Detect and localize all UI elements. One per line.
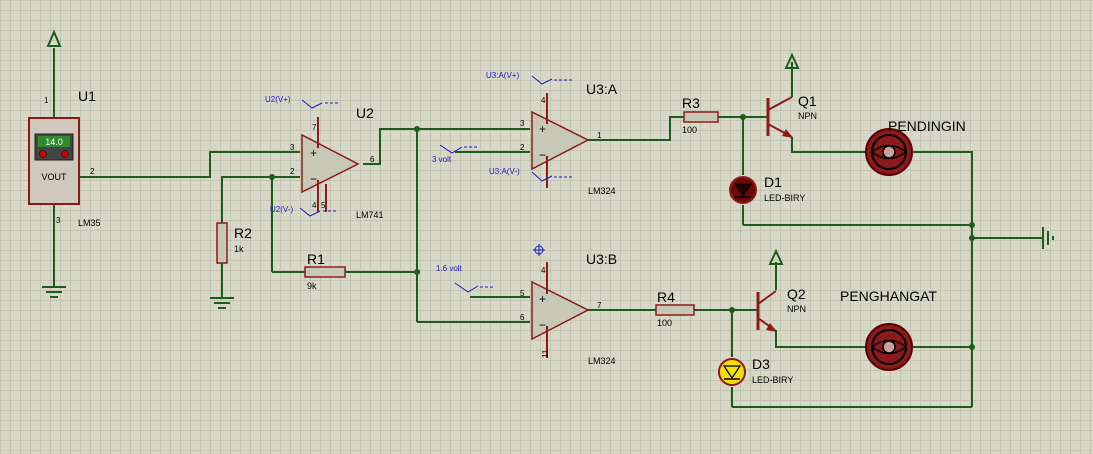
r4-ref: R4	[657, 289, 675, 305]
u2-pin3: 3	[290, 143, 295, 152]
ground-icon	[210, 297, 234, 309]
q1-type: NPN	[798, 111, 817, 121]
ground-icon	[42, 286, 66, 298]
opamp-plus: +	[539, 122, 546, 136]
u1-pin2: 2	[90, 167, 95, 176]
r2-value: 1k	[234, 244, 244, 254]
r4-value: 100	[657, 318, 672, 328]
led-d3[interactable]	[718, 358, 746, 386]
sensor-u1[interactable]: 14.0 VOUT	[28, 117, 80, 205]
r3-value: 100	[682, 125, 697, 135]
junctions	[269, 114, 975, 350]
resistor-r2[interactable]	[216, 222, 228, 264]
u2-pin5: 5	[321, 201, 326, 210]
u3b-ref: U3:B	[586, 251, 617, 267]
d3-type: LED-BIRY	[752, 375, 793, 385]
u3b-pin11: 11	[541, 349, 550, 358]
q2-ref: Q2	[787, 286, 806, 302]
sensor-reading: 14.0	[45, 137, 63, 147]
u3b-pin7: 7	[597, 301, 602, 310]
power-arrow-icon	[768, 248, 784, 265]
d1-type: LED-BIRY	[764, 193, 805, 203]
crosshair-icon	[533, 244, 545, 256]
ground-icon	[1042, 227, 1054, 249]
r1-ref: R1	[307, 251, 325, 267]
u3a-pin4: 4	[541, 96, 546, 105]
resistor-r1[interactable]	[304, 266, 346, 278]
u3b-pin5: 5	[520, 289, 525, 298]
led-d1[interactable]	[729, 176, 757, 204]
motor-penghangat[interactable]	[865, 323, 913, 371]
junction-dot	[969, 344, 975, 350]
motor1-label: PENDINGIN	[888, 118, 966, 134]
button-icon	[61, 150, 69, 158]
u3a-vplus: U3:A(V+)	[486, 71, 519, 80]
power-arrow-icon	[784, 52, 800, 69]
ref-3v-label: 3 volt	[432, 155, 452, 164]
u2-ref: U2	[356, 105, 374, 121]
junction-dot	[969, 222, 975, 228]
junction-dot	[740, 114, 746, 120]
q1-ref: Q1	[798, 93, 817, 109]
opamp-plus: +	[310, 146, 317, 160]
junction-dot	[269, 174, 275, 180]
r2-ref: R2	[234, 225, 252, 241]
motor-pendingin[interactable]	[865, 128, 913, 176]
u3a-pin2: 2	[520, 143, 525, 152]
opamp-u3a[interactable]: + −	[531, 93, 590, 188]
opamp-plus: +	[539, 292, 546, 306]
u3a-part: LM324	[588, 186, 616, 196]
motor2-label: PENGHANGAT	[840, 288, 937, 304]
opamp-minus: −	[310, 172, 317, 186]
button-icon	[39, 150, 47, 158]
junction-dot	[729, 307, 735, 313]
u3a-pin3: 3	[520, 119, 525, 128]
u2-vminus: U2(V-)	[270, 205, 293, 214]
u1-pin1: 1	[44, 96, 49, 105]
junction-dot	[969, 235, 975, 241]
opamp-minus: −	[539, 148, 546, 162]
power-terminal-icon	[531, 75, 572, 182]
q2-type: NPN	[787, 304, 806, 314]
u1-ref: U1	[78, 88, 96, 104]
u3b-pin4: 4	[541, 266, 546, 275]
u2-pin2: 2	[290, 167, 295, 176]
resistor-r4[interactable]	[655, 304, 695, 316]
u3a-vminus: U3:A(V-)	[489, 167, 520, 176]
d3-ref: D3	[752, 356, 770, 372]
u2-vplus: U2(V+)	[265, 95, 291, 104]
u1-part: LM35	[78, 218, 101, 228]
opamp-minus: −	[539, 318, 546, 332]
u3b-part: LM324	[588, 356, 616, 366]
transistor-q1[interactable]	[766, 96, 793, 138]
opamp-u3b[interactable]: + −	[531, 262, 590, 358]
d1-ref: D1	[764, 174, 782, 190]
power-terminal-icon	[299, 99, 340, 217]
u3a-pin1: 1	[597, 131, 602, 140]
r3-ref: R3	[682, 95, 700, 111]
r1-value: 9k	[307, 281, 317, 291]
u2-part: LM741	[356, 210, 384, 220]
transistor-q2[interactable]	[756, 290, 777, 332]
u3a-ref: U3:A	[586, 81, 618, 97]
junction-dot	[414, 269, 420, 275]
junction-dot	[414, 126, 420, 132]
opamp-u2[interactable]: + −	[301, 117, 360, 212]
u2-pin7: 7	[312, 123, 317, 132]
u2-pin4: 4	[312, 201, 317, 210]
wires	[53, 48, 1042, 408]
u2-pin6: 6	[370, 155, 375, 164]
resistor-r3[interactable]	[683, 111, 719, 123]
u3b-pin6: 6	[520, 313, 525, 322]
u1-pin3: 3	[56, 216, 61, 225]
power-arrow-icon	[46, 29, 62, 47]
ref-1v6-label: 1.6 volt	[436, 264, 463, 273]
pin-label-vout: VOUT	[41, 172, 67, 182]
voltage-ref-icon	[439, 144, 495, 293]
